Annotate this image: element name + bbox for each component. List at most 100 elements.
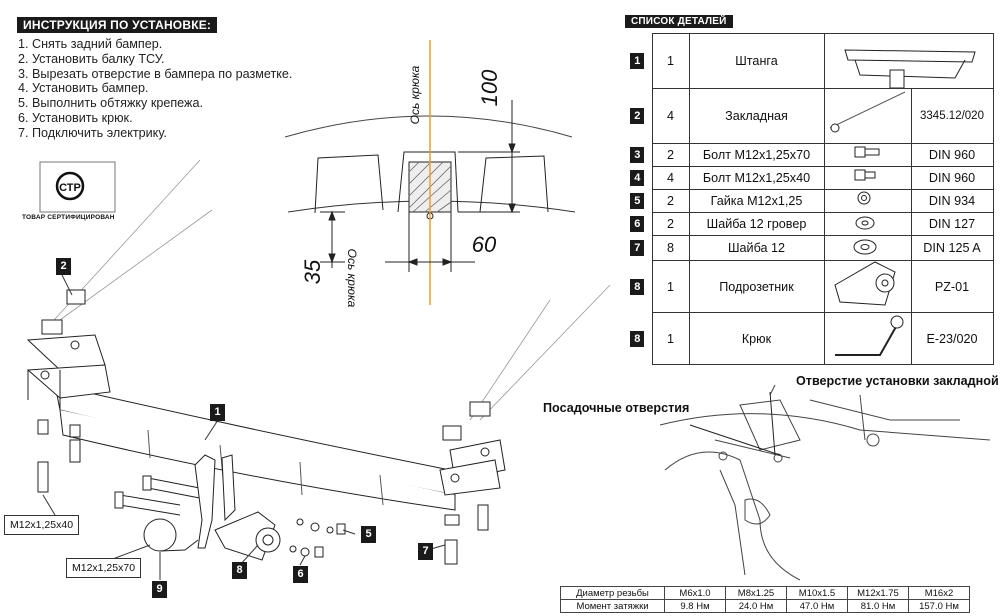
table-cell: 157.0 Нм: [908, 599, 970, 613]
part-qty: 2: [651, 143, 690, 167]
part-image-cell: [823, 235, 912, 261]
part-image-cell: [823, 260, 912, 313]
table-row: 8 1 Подрозетник PZ-01: [623, 260, 994, 313]
part-number-badge: 6: [630, 216, 645, 232]
thread-diameter-label: Диаметр резьбы: [560, 586, 665, 600]
table-cell: 24.0 Нм: [725, 599, 787, 613]
table-row: 2 4 Закладная 3345.12/020: [623, 88, 994, 144]
instruction-step: 6. Установить крюк.: [18, 110, 133, 125]
instruction-step: 4. Установить бампер.: [18, 81, 149, 96]
table-row: Момент затяжки 9.8 Нм 24.0 Нм 47.0 Нм 81…: [560, 599, 970, 613]
part-number-badge: 3: [630, 147, 645, 163]
part-spec: 3345.12/020: [910, 88, 994, 144]
part-name: Подрозетник: [688, 260, 825, 313]
part-qty: 1: [651, 260, 690, 313]
instruction-step: 1. Снять задний бампер.: [18, 37, 163, 51]
part-name: Крюк: [688, 312, 825, 365]
tow-bar-beam: [26, 289, 506, 511]
part-qty: 1: [651, 312, 690, 365]
part-spec: DIN 127: [910, 212, 994, 236]
table-row: 5 2 Гайка М12х1,25 DIN 934: [623, 189, 994, 213]
instruction-step: 2. Установить балку ТСУ.: [18, 51, 165, 66]
parts-list-title: СПИСОК ДЕТАЛЕЙ: [625, 15, 733, 28]
instructions-title: ИНСТРУКЦИЯ ПО УСТАНОВКЕ:: [17, 17, 218, 33]
part-spec: PZ-01: [910, 260, 994, 313]
table-cell: 9.8 Нм: [664, 599, 726, 613]
part-spec: E-23/020: [910, 312, 994, 365]
instructions-list: 1. Снять задний бампер. 2. Установить ба…: [18, 37, 292, 141]
part-name: Гайка М12х1,25: [688, 189, 825, 213]
part-qty: 8: [651, 235, 690, 261]
part-spec: DIN 934: [910, 189, 994, 213]
callout-6: 6: [293, 566, 308, 583]
part-name: Штанга: [688, 33, 825, 89]
instruction-step: 3. Вырезать отверстие в бампера по разме…: [18, 66, 293, 81]
tightening-torque-label: Момент затяжки: [560, 599, 665, 613]
table-row: Диаметр резьбы M6x1.0 M8x1.25 M10x1.5 M1…: [560, 586, 970, 600]
part-number-badge: 5: [630, 193, 645, 209]
part-name: Шайба 12: [688, 235, 825, 261]
torque-table: Диаметр резьбы M6x1.0 M8x1.25 M10x1.5 M1…: [560, 586, 970, 613]
part-spec: DIN 125 A: [910, 235, 994, 261]
part-qty: 4: [651, 166, 690, 190]
part-qty: 1: [651, 33, 690, 89]
part-spec: DIN 960: [910, 143, 994, 167]
callout-8: 8: [232, 562, 247, 579]
part-qty: 4: [651, 88, 690, 144]
part-name: Закладная: [688, 88, 825, 144]
dimension-60: 60: [472, 232, 497, 257]
table-cell: M12x1.75: [847, 586, 909, 600]
part-spec: DIN 960: [910, 166, 994, 190]
table-cell: M16x2: [908, 586, 970, 600]
hook-axis-label-top: Ось крюка: [408, 65, 422, 124]
mounting-detail-drawing: [659, 384, 991, 581]
table-row: 4 4 Болт М12х1,25х40 DIN 960: [623, 166, 994, 190]
table-row: 7 8 Шайба 12 DIN 125 A: [623, 235, 994, 261]
instruction-step: 5. Выполнить обтяжку крепежа.: [18, 96, 203, 111]
part-name: Болт М12х1,25х40: [688, 166, 825, 190]
callout-9: 9: [152, 581, 167, 598]
certification-mark-text: СТР: [59, 182, 81, 194]
tow-hook-assembly: [143, 454, 346, 561]
callout-1: 1: [210, 404, 225, 421]
bolt-70-label: M12x1,25x70: [66, 558, 142, 578]
part-image-cell: [823, 312, 912, 365]
part-image-cell: [823, 143, 912, 167]
part-qty: 2: [651, 212, 690, 236]
callout-7: 7: [418, 543, 433, 560]
part-number-badge: 8: [630, 278, 645, 295]
part-image-cell: [823, 189, 912, 213]
seat-detail-title: Посадочные отверстия: [543, 401, 690, 415]
table-row: 3 2 Болт М12х1,25х70 DIN 960: [623, 143, 994, 167]
part-number-badge: 1: [630, 53, 645, 69]
dimension-35: 35: [300, 259, 325, 284]
part-name: Болт М12х1,25х70: [688, 143, 825, 167]
part-qty: 2: [651, 189, 690, 213]
dimension-100: 100: [477, 69, 502, 106]
table-row: 1 1 Штанга: [623, 33, 994, 89]
bumper-cutout-template: [284, 40, 576, 305]
part-image-cell: [823, 88, 912, 144]
hole-detail-title: Отверстие установки закладной: [796, 374, 999, 388]
hook-axis-label-bottom: Ось крюка: [345, 249, 359, 308]
table-row: 6 2 Шайба 12 гровер DIN 127: [623, 212, 994, 236]
part-image-cell: [823, 33, 994, 89]
part-image-cell: [823, 166, 912, 190]
table-cell: M8x1.25: [725, 586, 787, 600]
bolt-40-label: M12x1,25x40: [4, 515, 80, 535]
parts-table: 1 1 Штанга 2 4 Закладная 3345.12/020 3 2…: [623, 33, 994, 365]
part-name: Шайба 12 гровер: [688, 212, 825, 236]
part-number-badge: 7: [630, 240, 645, 256]
certification-caption: ТОВАР СЕРТИФИЦИРОВАН: [22, 214, 115, 221]
callout-2: 2: [56, 258, 71, 275]
table-cell: M6x1.0: [664, 586, 726, 600]
part-image-cell: [823, 212, 912, 236]
table-cell: 81.0 Нм: [847, 599, 909, 613]
table-row: 8 1 Крюк E-23/020: [623, 312, 994, 365]
part-number-badge: 4: [630, 170, 645, 186]
part-number-badge: 8: [630, 330, 645, 347]
mounting-cables: [44, 159, 611, 421]
callout-5: 5: [361, 526, 376, 543]
part-number-badge: 2: [630, 108, 645, 124]
certification-mark: СТР: [39, 161, 116, 213]
